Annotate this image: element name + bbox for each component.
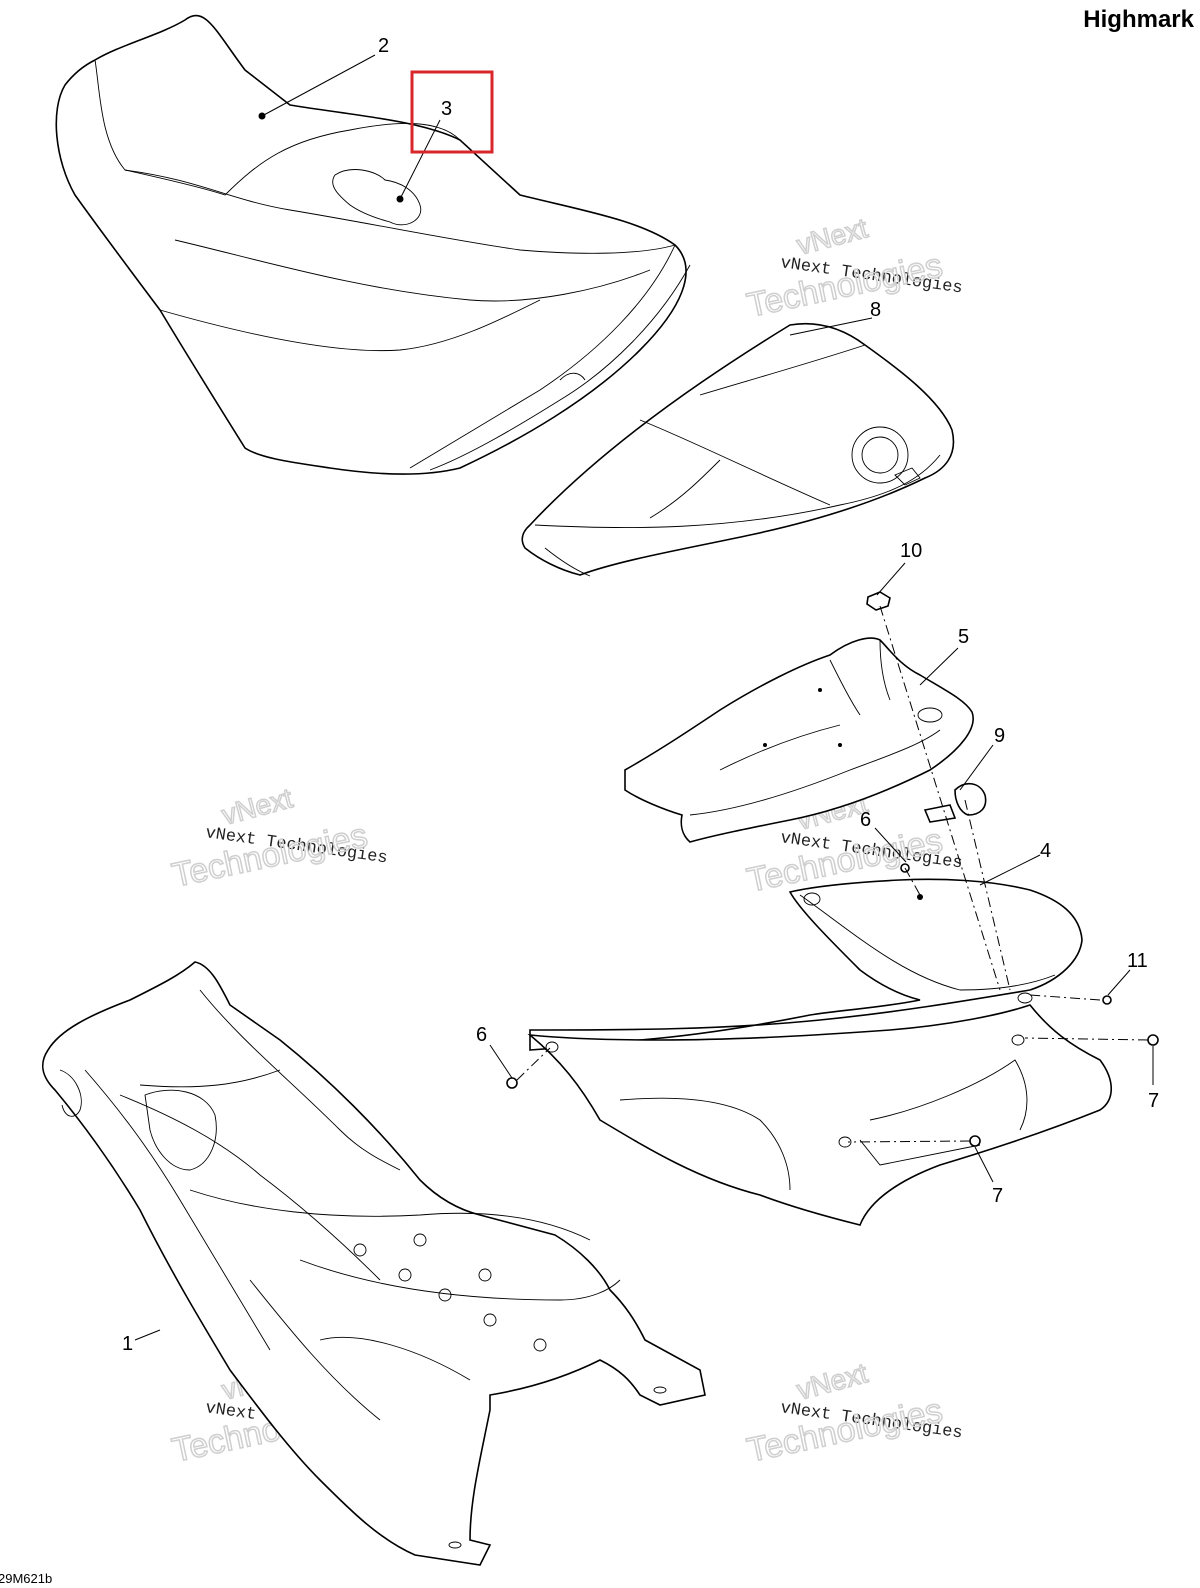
part-console-bracket <box>624 637 974 843</box>
figure-code: 29M621b <box>0 1571 53 1586</box>
svg-text:Technologies: Technologies <box>744 1391 946 1469</box>
callout-7b: 7 <box>992 1185 1003 1207</box>
callout-4: 4 <box>1040 840 1051 862</box>
callout-3: 3 <box>441 98 452 120</box>
assembly-lines <box>516 605 1149 1143</box>
callout-8: 8 <box>870 299 881 321</box>
callout-2: 2 <box>378 35 389 57</box>
callout-10: 10 <box>900 540 922 562</box>
svg-text:Technologies: Technologies <box>744 246 946 324</box>
svg-text:Technologies: Technologies <box>169 816 371 894</box>
callout-7a: 7 <box>1148 1090 1159 1112</box>
svg-text:vNext: vNext <box>219 782 296 831</box>
highlight-box <box>410 70 494 154</box>
callout-11: 11 <box>1127 950 1148 972</box>
part-side-panel <box>527 878 1113 1226</box>
callout-5: 5 <box>958 626 969 648</box>
callout-1: 1 <box>122 1333 133 1355</box>
part-lower-body-panel <box>41 961 706 1566</box>
callout-6b: 6 <box>476 1024 487 1046</box>
callout-9: 9 <box>994 725 1005 747</box>
part-clip <box>923 782 987 823</box>
part-console-cover <box>521 322 955 577</box>
svg-text:vNext: vNext <box>794 1357 871 1406</box>
part-seat-cover <box>55 14 691 475</box>
model-title: Highmark <box>1083 6 1194 33</box>
callout-labels: 1 2 3 4 5 6 6 7 7 8 9 10 11 <box>122 35 1159 1355</box>
part-nut <box>866 591 891 611</box>
callout-6a: 6 <box>860 809 871 831</box>
leader-lines <box>134 54 1154 1341</box>
svg-text:vNext: vNext <box>794 212 871 261</box>
